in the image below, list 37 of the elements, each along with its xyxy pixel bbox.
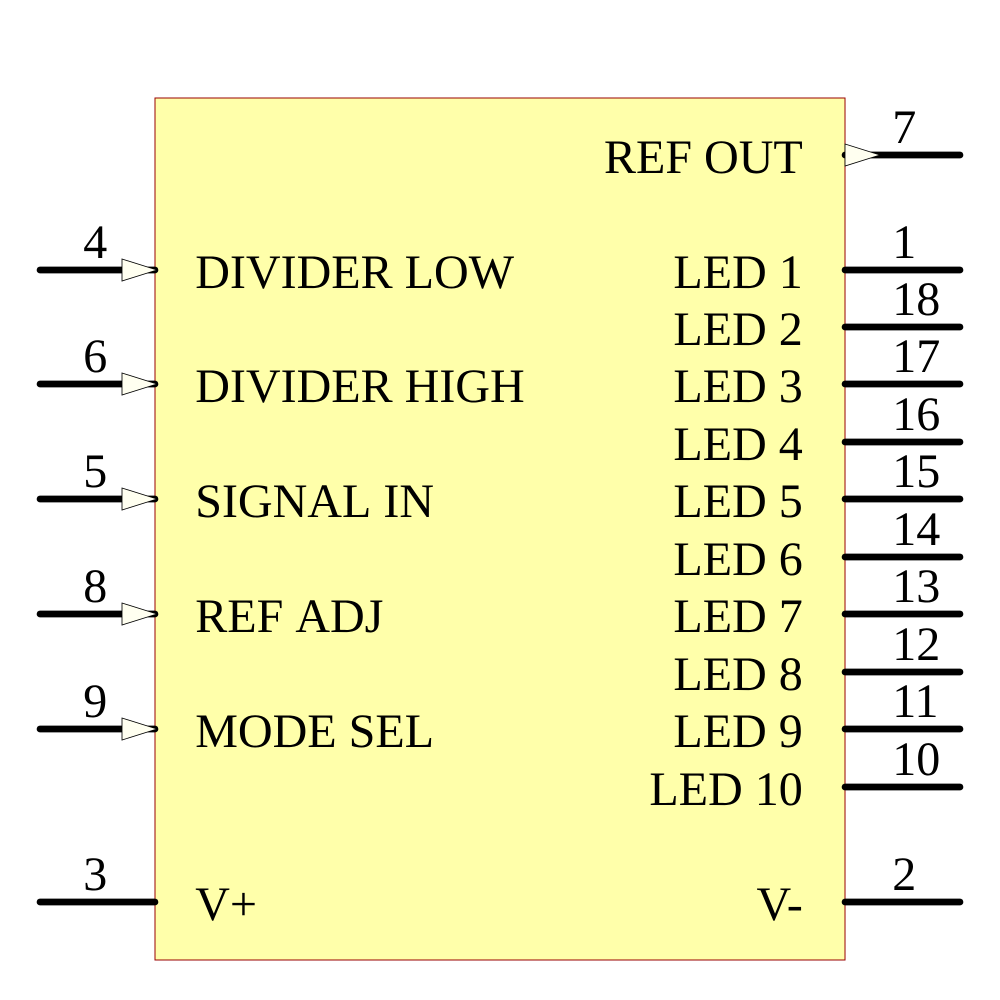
pin-name: LED 4 [674, 428, 802, 460]
pin-name: REF ADJ [196, 600, 382, 632]
pin-number: 3 [86, 858, 106, 890]
pin-name: LED 8 [674, 658, 801, 690]
pin-number: 1 [896, 226, 914, 258]
pin-number: 6 [85, 340, 106, 372]
pin-number: 12 [896, 628, 938, 660]
pin-name: LED 7 [674, 600, 802, 632]
pin-name: LED 3 [674, 370, 801, 402]
pin-number: 13 [896, 570, 938, 602]
pin-number: 11 [896, 685, 936, 717]
pin-number: 9 [84, 685, 106, 718]
pin-name: LED 5 [674, 486, 801, 518]
ic-body [154, 98, 846, 961]
pin-name: MODE SEL [196, 715, 432, 748]
pin-number: 18 [896, 283, 938, 316]
pin-number: 17 [896, 340, 939, 372]
pin-name: LED 2 [674, 313, 800, 346]
pin-name: DIVIDER HIGH [196, 370, 524, 403]
pin-name: V- [757, 888, 802, 921]
pin-name: LED 1 [674, 256, 800, 288]
pin-name: DIVIDER LOW [196, 256, 514, 289]
pin-number: 10 [896, 743, 938, 776]
pin-number: 14 [896, 513, 940, 545]
pin-name: LED 10 [650, 773, 801, 806]
pin-name: LED 9 [674, 715, 801, 748]
pin-number: 8 [85, 570, 106, 602]
pin-name: LED 6 [674, 543, 802, 576]
pin-number: 7 [895, 112, 915, 143]
pin-number: 2 [894, 858, 914, 890]
pin-number: 15 [896, 455, 938, 488]
pin-name: REF OUT [605, 141, 802, 174]
pin-number: 16 [896, 398, 939, 430]
pin-number: 4 [84, 226, 106, 258]
pin-number: 5 [86, 456, 106, 488]
pin-name: SIGNAL IN [198, 485, 433, 518]
pin-name: V+ [196, 888, 255, 921]
